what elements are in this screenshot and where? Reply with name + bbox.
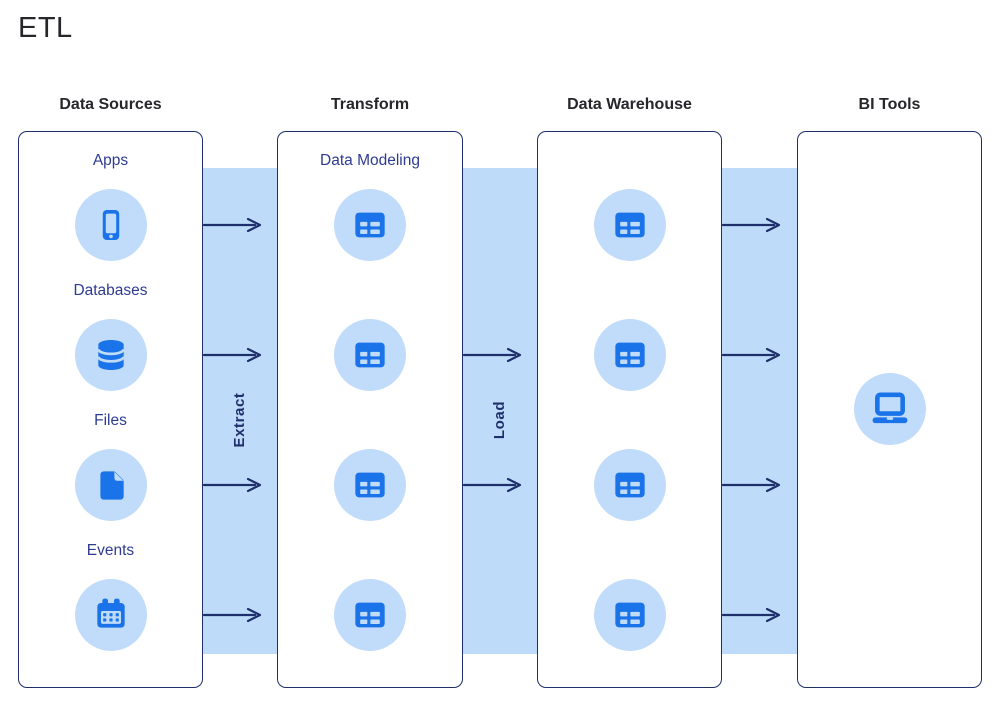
column-header-data-sources: Data Sources	[59, 96, 162, 113]
apps-label: Apps	[92, 152, 129, 169]
output-band	[722, 168, 797, 654]
output-arrow-4	[722, 607, 781, 623]
file-icon	[99, 470, 124, 500]
table-icon	[355, 212, 385, 238]
transform-table-circle-1	[334, 189, 406, 261]
laptop-icon	[872, 392, 908, 424]
table-icon	[615, 602, 645, 628]
transform-table-circle-4	[334, 579, 406, 651]
data-modeling-label: Data Modeling	[320, 152, 420, 169]
table-icon	[615, 342, 645, 368]
apps-icon-circle	[75, 189, 147, 261]
warehouse-table-circle-1	[594, 189, 666, 261]
column-header-transform: Transform	[330, 96, 410, 113]
extract-band	[203, 168, 277, 654]
extract-arrow-3	[203, 477, 262, 493]
output-arrow-1	[722, 217, 781, 233]
events-icon-circle	[75, 579, 147, 651]
extract-arrow-4	[203, 607, 262, 623]
load-arrow-2	[463, 477, 522, 493]
warehouse-table-circle-4	[594, 579, 666, 651]
table-icon	[355, 472, 385, 498]
output-arrow-3	[722, 477, 781, 493]
bi-tools-icon-circle	[854, 373, 926, 445]
extract-arrow-1	[203, 217, 262, 233]
transform-table-circle-3	[334, 449, 406, 521]
column-header-bi-tools: BI Tools	[858, 96, 921, 113]
load-band	[463, 168, 537, 654]
events-label: Events	[86, 542, 135, 559]
databases-label: Databases	[73, 282, 148, 299]
smartphone-icon	[102, 209, 120, 241]
files-label: Files	[94, 412, 127, 429]
table-icon	[355, 342, 385, 368]
warehouse-table-circle-2	[594, 319, 666, 391]
output-arrow-2	[722, 347, 781, 363]
extract-label: Extract	[231, 392, 248, 448]
table-icon	[615, 472, 645, 498]
page-title: ETL	[18, 12, 73, 44]
load-arrow-1	[463, 347, 522, 363]
load-label: Load	[491, 400, 508, 440]
table-icon	[355, 602, 385, 628]
table-icon	[615, 212, 645, 238]
warehouse-table-circle-3	[594, 449, 666, 521]
database-icon	[96, 339, 126, 371]
transform-table-circle-2	[334, 319, 406, 391]
calendar-icon	[97, 598, 125, 628]
column-header-data-warehouse: Data Warehouse	[567, 96, 692, 113]
files-icon-circle	[75, 449, 147, 521]
databases-icon-circle	[75, 319, 147, 391]
extract-arrow-2	[203, 347, 262, 363]
